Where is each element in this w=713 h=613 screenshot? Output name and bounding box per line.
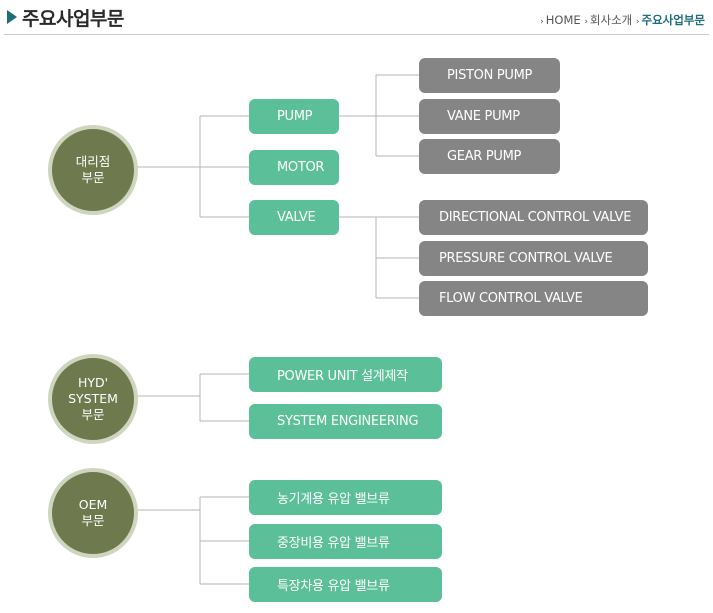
hyd-label-line3: 부문 [81, 407, 105, 422]
hyd-system-division-circle: HYD' SYSTEM 부문 [48, 354, 138, 444]
dealer-label-line2: 부문 [81, 170, 105, 185]
item-valve: VALVE [249, 200, 339, 235]
oem-division-circle: OEM 부문 [48, 468, 138, 558]
item-special-vehicle-valves: 특장차용 유압 밸브류 [249, 567, 442, 602]
pump-type-vane: VANE PUMP [419, 99, 560, 134]
page-header: 주요사업부문 ›HOME ›회사소개 ›주요사업부문 [0, 0, 713, 34]
header-divider [4, 34, 709, 35]
item-agri-valves: 농기계용 유압 밸브류 [249, 480, 442, 515]
item-pump: PUMP [249, 99, 339, 134]
hyd-label-line2: SYSTEM [68, 391, 118, 406]
breadcrumb-company[interactable]: 회사소개 [589, 13, 633, 27]
chevron-right-icon: › [540, 17, 544, 27]
page-title: 주요사업부문 [22, 8, 124, 30]
item-heavy-equipment-valves: 중장비용 유압 밸브류 [249, 524, 442, 559]
breadcrumb-home[interactable]: HOME [545, 13, 581, 27]
breadcrumb-current: 주요사업부문 [641, 13, 705, 27]
dealer-label-line1: 대리점 [75, 154, 111, 169]
valve-type-pressure: PRESSURE CONTROL VALVE [419, 241, 648, 276]
pump-type-gear: GEAR PUMP [419, 139, 560, 174]
title-arrow-icon [7, 10, 17, 24]
oem-label-line2: 부문 [81, 513, 105, 528]
pump-type-piston: PISTON PUMP [419, 58, 560, 93]
dealer-division-circle: 대리점 부문 [48, 125, 138, 215]
item-power-unit: POWER UNIT 설계제작 [249, 357, 442, 392]
chevron-right-icon: › [635, 17, 640, 27]
breadcrumb: ›HOME ›회사소개 ›주요사업부문 [540, 12, 705, 28]
valve-type-directional: DIRECTIONAL CONTROL VALVE [419, 200, 648, 235]
hyd-label-line1: HYD' [77, 375, 109, 390]
item-system-engineering: SYSTEM ENGINEERING [249, 404, 442, 439]
oem-label-line1: OEM [78, 497, 108, 512]
valve-type-flow: FLOW CONTROL VALVE [419, 281, 648, 316]
chevron-right-icon: › [584, 17, 588, 27]
item-motor: MOTOR [249, 150, 339, 185]
